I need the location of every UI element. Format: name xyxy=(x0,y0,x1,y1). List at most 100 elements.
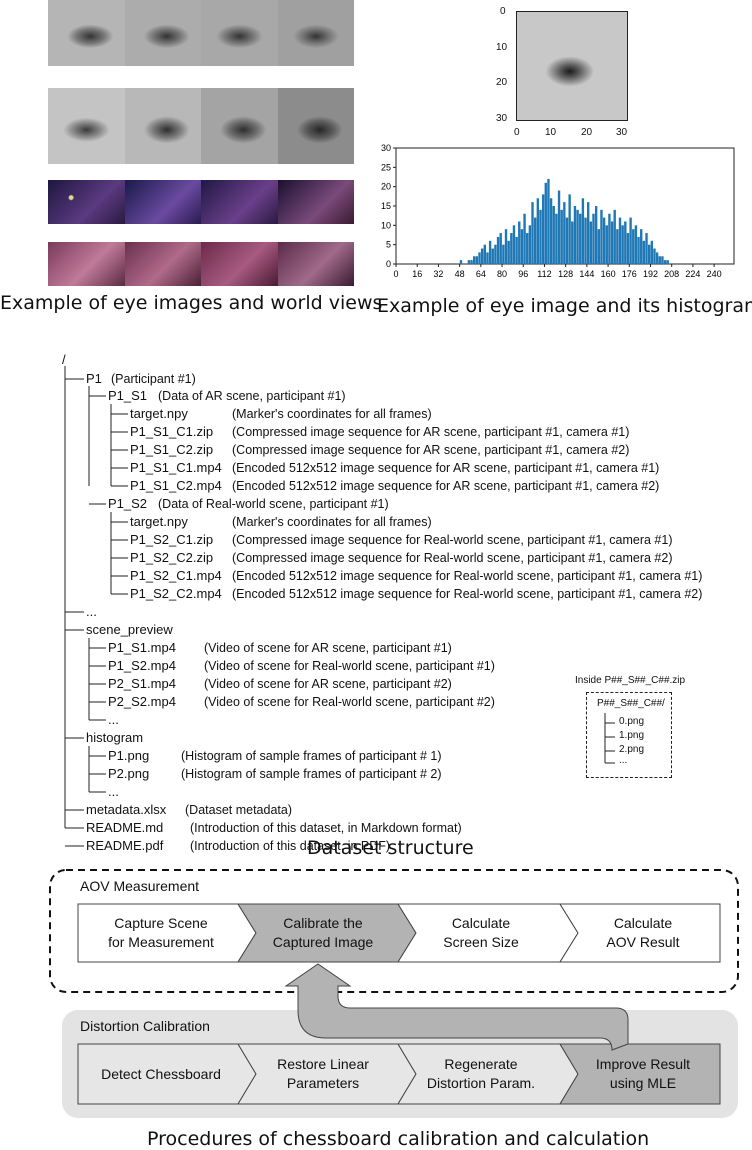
histogram-bar xyxy=(536,198,540,264)
image-y-tick: 10 xyxy=(496,42,508,53)
world-view-image xyxy=(201,180,278,224)
zip-file: 0.png xyxy=(619,716,645,727)
zip-tree-lines xyxy=(604,713,615,764)
tree-entry-description: (Compressed image sequence for AR scene,… xyxy=(232,443,630,457)
histogram-bar xyxy=(587,202,590,264)
zip-file: 2.png xyxy=(619,744,645,755)
histogram-bar xyxy=(483,244,487,264)
eye-image xyxy=(48,0,125,66)
tree-entry-name: P1_S2_C2.mp4 xyxy=(130,586,222,601)
histogram-bar xyxy=(549,198,553,264)
histogram-bar xyxy=(496,236,500,264)
tree-entry-name: P1_S2 xyxy=(108,496,148,511)
x-tick-label: 32 xyxy=(433,269,443,279)
tree-entry-description: (Video of scene for Real-world scene, pa… xyxy=(204,659,495,673)
histogram-bar xyxy=(518,221,521,264)
tree-entry-name: P1_S1_C2.zip xyxy=(130,442,214,457)
tree-entry-name: README.md xyxy=(86,820,164,835)
tree-entry-name: P2.png xyxy=(108,766,150,781)
tree-entry-name: P1.png xyxy=(108,748,150,763)
histogram-bar xyxy=(640,229,643,264)
world-view-row-2 xyxy=(48,242,354,286)
histogram-bar xyxy=(507,240,510,264)
aov-step-4-shape xyxy=(559,903,721,963)
histogram-bar xyxy=(478,252,481,264)
image-y-tick: 20 xyxy=(496,77,508,88)
histogram-bar xyxy=(594,206,598,264)
eye-image xyxy=(201,0,278,66)
histogram-bar xyxy=(552,206,555,264)
tree-entry-name: target.npy xyxy=(130,406,188,421)
x-tick-label: 0 xyxy=(393,269,398,279)
histogram-bar xyxy=(626,233,630,264)
tree-entry-description: (Encoded 512x512 image sequence for AR s… xyxy=(232,479,660,493)
histogram-bar xyxy=(597,229,600,264)
histogram-bar xyxy=(539,209,542,264)
histogram-bar xyxy=(512,225,516,264)
tree-entry-description: (Compressed image sequence for Real-worl… xyxy=(232,551,673,565)
flow-caption: Procedures of chessboard calibration and… xyxy=(147,1128,650,1150)
flow-diagram xyxy=(49,869,739,1118)
tree-entry-name: P1_S1_C1.zip xyxy=(130,424,214,439)
histogram-bar xyxy=(467,260,471,264)
histogram-bar xyxy=(655,252,659,264)
image-y-tick: 0 xyxy=(500,6,506,17)
histogram-bar xyxy=(555,213,558,264)
histogram-bar xyxy=(488,240,492,264)
histogram-bar xyxy=(494,244,497,264)
distortion-calibration-title: Distortion Calibration xyxy=(80,1018,210,1034)
histogram-bar xyxy=(650,240,654,264)
histogram-bar xyxy=(510,233,513,264)
y-tick-label: 5 xyxy=(386,240,391,250)
x-tick-label: 160 xyxy=(601,269,616,279)
histogram-bar xyxy=(629,217,632,264)
histogram-bar xyxy=(544,182,547,264)
tree-entry-description: (Data of Real-world scene, participant #… xyxy=(158,497,389,511)
histogram-bar xyxy=(616,229,619,264)
tree-entry-description: (Marker's coordinates for all frames) xyxy=(232,515,432,529)
histogram-bar xyxy=(632,229,635,264)
eye-image-row-2 xyxy=(48,88,354,164)
histogram-bar xyxy=(642,240,646,264)
tree-entry-name: scene_preview xyxy=(86,622,173,637)
tree-entry-name: README.pdf xyxy=(86,838,164,853)
histogram-bar xyxy=(663,260,667,264)
histogram-bar xyxy=(653,248,656,264)
tree-entry-description: (Encoded 512x512 image sequence for Real… xyxy=(232,569,703,583)
histogram-bar xyxy=(486,252,489,264)
tree-entry-description: (Dataset metadata) xyxy=(185,803,292,817)
x-tick-label: 224 xyxy=(685,269,700,279)
eye-image xyxy=(277,0,354,66)
y-tick-label: 15 xyxy=(381,201,391,211)
histogram-bar xyxy=(645,233,648,264)
histogram-bar xyxy=(541,194,545,264)
tree-entry-description: (Encoded 512x512 image sequence for AR s… xyxy=(232,461,660,475)
histogram-bar xyxy=(520,229,524,264)
eye-image xyxy=(124,0,201,66)
zip-file: ... xyxy=(619,755,628,766)
world-view-image xyxy=(277,242,354,286)
world-view-image xyxy=(124,180,201,224)
histogram-bar xyxy=(589,221,593,264)
tree-entry-name: P1 xyxy=(86,371,102,386)
histogram-bar xyxy=(658,256,661,264)
x-tick-label: 112 xyxy=(537,269,551,279)
zip-contents-box: P##_S##_C##/ 0.png 1.png 2.png ... xyxy=(586,692,672,778)
histogram-bar xyxy=(613,209,616,264)
histogram-bar xyxy=(634,225,638,264)
zip-folder-name: P##_S##_C##/ xyxy=(597,698,665,709)
tree-entry-name: P1_S2_C1.zip xyxy=(130,532,214,547)
tree-entry-description: (Video of scene for AR scene, participan… xyxy=(204,641,452,655)
histogram-bar xyxy=(480,248,484,264)
dataset-structure-caption: Dataset structure xyxy=(307,837,474,859)
y-tick-label: 25 xyxy=(381,162,391,172)
image-x-tick: 0 xyxy=(514,127,520,138)
y-tick-label: 0 xyxy=(386,259,391,269)
tree-entry-description: (Data of AR scene, participant #1) xyxy=(158,389,346,403)
